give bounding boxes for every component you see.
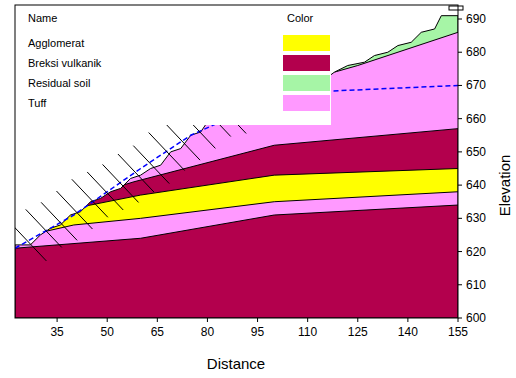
y-tick-label: 630 (466, 212, 486, 224)
soil-nail (15, 223, 46, 261)
x-tick-label: 80 (201, 326, 214, 338)
crest-marker (449, 6, 463, 10)
soil-nail (164, 122, 200, 160)
legend-label: Agglomerat (28, 38, 84, 49)
x-tick-label: 65 (151, 326, 164, 338)
soil-nail (118, 154, 154, 192)
legend-swatch (283, 75, 330, 91)
x-tick-label: 35 (50, 326, 63, 338)
y-tick-label: 680 (466, 46, 486, 58)
legend-heading: Name (28, 13, 57, 24)
y-tick-label: 620 (466, 246, 486, 258)
agglomerate-layer (15, 169, 458, 319)
x-tick-label: 110 (298, 326, 317, 338)
y-tick-label: 690 (466, 13, 486, 25)
plot-frame (15, 5, 458, 318)
x-tick-label: 155 (448, 326, 468, 338)
legend-label: Residual soil (28, 78, 90, 89)
axis-ticks (57, 19, 462, 322)
residual-soil-layer (334, 5, 458, 72)
y-tick-label: 600 (466, 312, 486, 324)
legend-label: Breksi vulkanik (28, 58, 101, 69)
legend-background (8, 0, 331, 125)
legend-label: Tuff (28, 98, 46, 109)
breccia-layer (15, 129, 458, 318)
legend-swatch (283, 35, 330, 51)
x-tick-label: 50 (101, 326, 114, 338)
y-tick-label: 660 (466, 113, 486, 125)
y-tick-label: 640 (466, 179, 486, 191)
soil-nail (133, 146, 169, 184)
legend-swatch (283, 95, 330, 111)
axis-title: Distance (207, 356, 265, 371)
soil-nail (56, 191, 92, 229)
x-tick-label: 140 (398, 326, 418, 338)
breccia-layer (15, 205, 458, 318)
legend-heading: Color (287, 13, 313, 24)
y-tick-label: 610 (466, 279, 486, 291)
soil-nail (41, 202, 77, 240)
soil-nail (72, 179, 108, 217)
soil-nail (26, 209, 62, 247)
y-tick-label: 650 (466, 146, 486, 158)
y-tick-label: 670 (466, 79, 486, 91)
x-tick-label: 125 (348, 326, 368, 338)
axis-title: Elevation (498, 154, 513, 216)
x-tick-label: 95 (251, 326, 264, 338)
legend-swatch (283, 55, 330, 71)
soil-nail (87, 172, 123, 210)
